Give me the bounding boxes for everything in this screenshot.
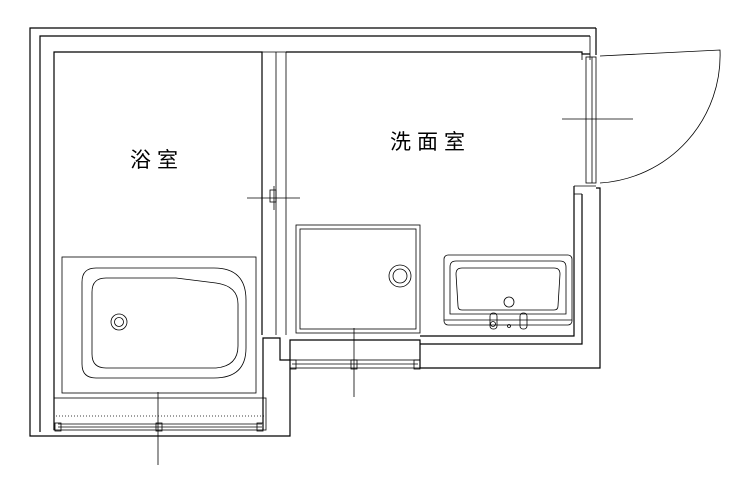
washing-machine-pan bbox=[295, 224, 421, 334]
washroom-walls bbox=[286, 36, 596, 345]
bathroom-walls bbox=[39, 35, 590, 432]
drain-icon bbox=[110, 313, 128, 331]
outer-walls bbox=[29, 27, 601, 437]
bathroom-window bbox=[53, 392, 267, 465]
bathtub bbox=[61, 256, 257, 394]
interior-door bbox=[247, 186, 300, 210]
washbasin bbox=[443, 254, 573, 330]
washroom-label: 洗面室 bbox=[390, 130, 471, 154]
bathroom-label: 浴室 bbox=[130, 148, 184, 172]
faucet-icon bbox=[489, 312, 498, 330]
entry-door bbox=[562, 49, 721, 184]
drain-icon bbox=[388, 264, 412, 288]
washroom-window bbox=[289, 328, 421, 397]
drain-icon bbox=[503, 296, 515, 308]
